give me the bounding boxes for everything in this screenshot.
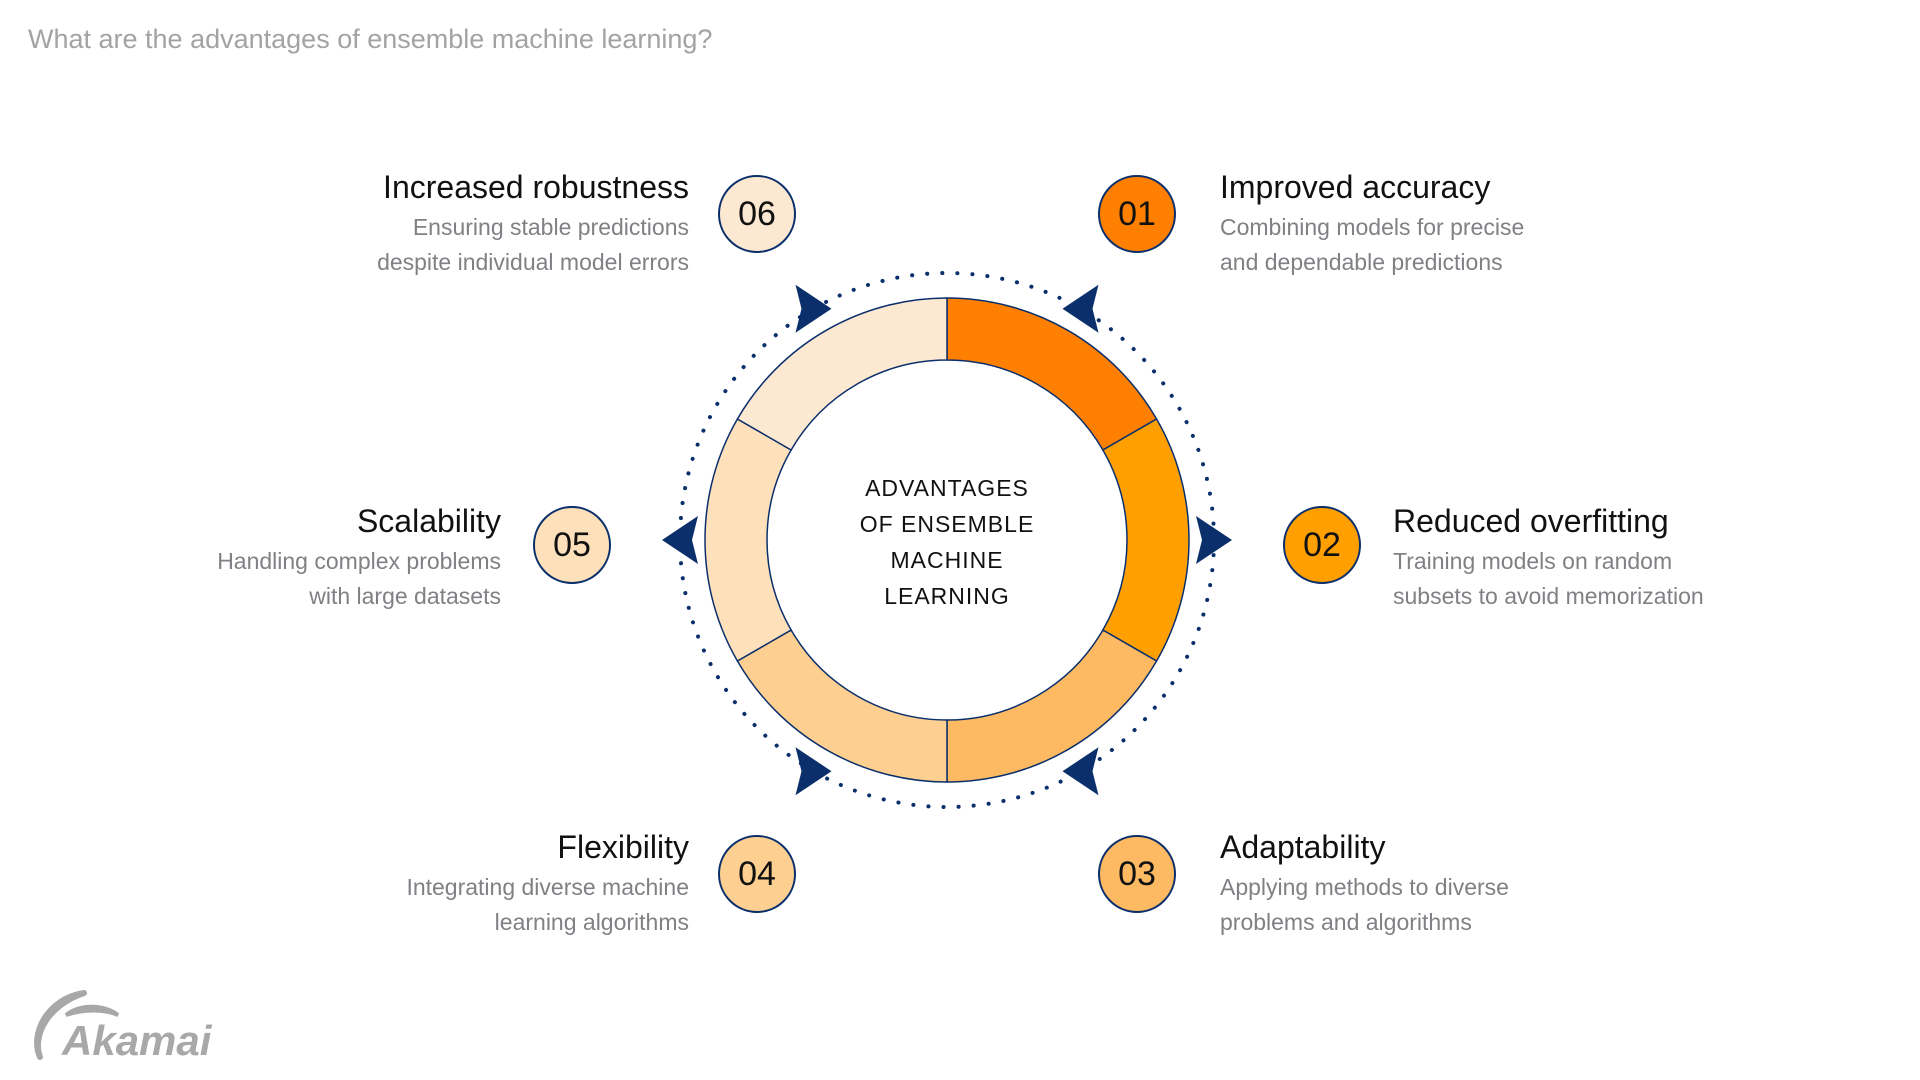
center-label-line: MACHINE [890,547,1004,573]
item-desc: despite individual model errors [377,249,689,275]
item-title: Increased robustness [383,169,689,205]
number-badge-03: 03 [1098,835,1176,913]
arrow-icon [795,747,832,796]
logo-wordmark: Akamai [61,1017,213,1064]
ring-segment-06 [736,297,948,452]
item-title: Improved accuracy [1220,169,1491,205]
advantage-item-improved-accuracy: Improved accuracy Combining models for p… [1220,168,1640,280]
ring-segment-01 [946,297,1158,452]
item-desc: learning algorithms [494,909,689,935]
arrow-icon [662,516,698,564]
item-desc: Ensuring stable predictions [412,214,689,240]
center-label: ADVANTAGES OF ENSEMBLE MACHINE LEARNING [807,470,1087,614]
item-desc: Training models on random [1393,548,1673,574]
number-badge-02: 02 [1283,506,1361,584]
advantage-item-flexibility: Flexibility Integrating diverse machine l… [269,828,689,940]
number-badge-05: 05 [533,506,611,584]
item-desc: subsets to avoid memorization [1393,583,1704,609]
advantage-item-scalability: Scalability Handling complex problems wit… [81,502,501,614]
akamai-logo: Akamai [34,990,213,1064]
arrow-icon [1196,516,1232,564]
item-desc: Integrating diverse machine [406,874,689,900]
item-desc: with large datasets [309,583,501,609]
number-badge-01: 01 [1098,175,1176,253]
advantage-item-reduced-overfitting: Reduced overfitting Training models on r… [1393,502,1813,614]
item-title: Adaptability [1220,829,1386,865]
arrow-icon [1062,284,1099,333]
center-label-line: ADVANTAGES [865,475,1029,501]
number-badge-04: 04 [718,835,796,913]
item-title: Scalability [356,503,501,539]
center-label-line: OF ENSEMBLE [859,511,1035,537]
ring-segment-02 [1101,417,1190,663]
ring-segment-05 [704,417,793,663]
ring-segment-03 [946,628,1158,783]
item-desc: Handling complex problems [217,548,501,574]
item-desc: Combining models for precise [1220,214,1525,240]
arrow-icon [795,284,832,333]
item-desc: problems and algorithms [1220,909,1472,935]
item-desc: and dependable predictions [1220,249,1503,275]
advantage-item-adaptability: Adaptability Applying methods to diverse… [1220,828,1640,940]
number-badge-06: 06 [718,175,796,253]
ring-segment-04 [736,628,948,783]
advantage-item-increased-robustness: Increased robustness Ensuring stable pre… [269,168,689,280]
center-label-line: LEARNING [884,583,1010,609]
page-title: What are the advantages of ensemble mach… [28,24,713,54]
arrow-icon [1062,747,1099,796]
item-title: Reduced overfitting [1393,503,1669,539]
item-title: Flexibility [557,829,689,865]
item-desc: Applying methods to diverse [1220,874,1509,900]
